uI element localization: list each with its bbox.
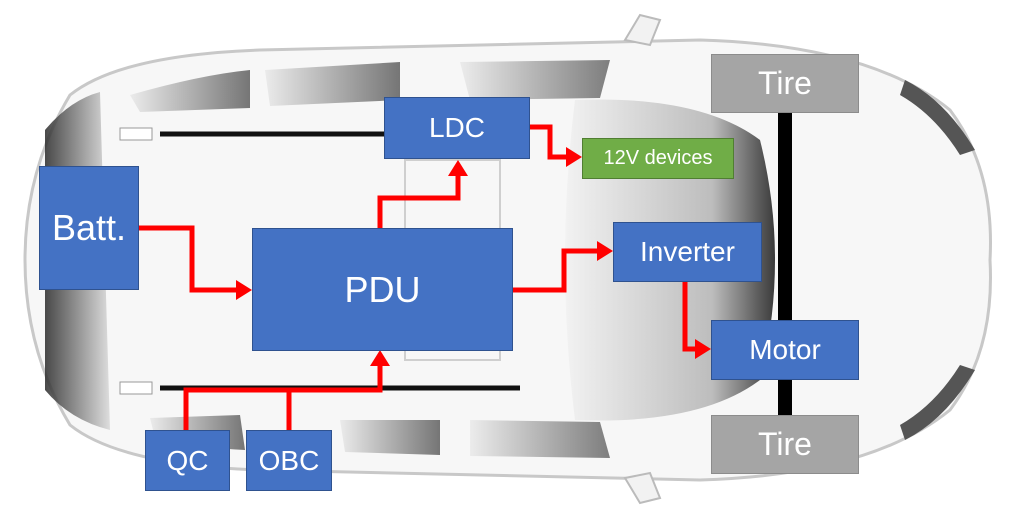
node-tire-bottom-label: Tire bbox=[758, 426, 812, 462]
node-battery: Batt. bbox=[39, 166, 139, 290]
headlight-bottom bbox=[900, 365, 975, 440]
side-window-top-2 bbox=[265, 62, 400, 106]
node-qc-label: QC bbox=[166, 444, 209, 476]
roof-rail-bottom bbox=[119, 381, 153, 395]
node-ldc: LDC bbox=[384, 97, 530, 159]
node-inverter: Inverter bbox=[613, 222, 762, 282]
node-obc-label: OBC bbox=[258, 444, 320, 476]
arrow-inverter-to-motor bbox=[682, 281, 695, 352]
node-motor: Motor bbox=[711, 320, 859, 380]
arrow-batt-to-pdu bbox=[137, 225, 236, 293]
node-pdu: PDU bbox=[252, 228, 513, 351]
node-tire-bottom: Tire bbox=[711, 415, 859, 474]
node-obc: OBC bbox=[246, 430, 332, 491]
arrow-ldc-to-devices bbox=[529, 124, 566, 160]
node-ldc-label: LDC bbox=[428, 112, 485, 143]
side-window-top-1 bbox=[130, 70, 250, 112]
node-12v-devices-label: 12V devices bbox=[603, 147, 713, 169]
node-tire-top: Tire bbox=[711, 54, 859, 113]
arrow-pdu-to-inverter bbox=[512, 248, 597, 293]
side-window-bottom-3 bbox=[470, 420, 610, 458]
side-window-top-3 bbox=[460, 60, 610, 100]
arrow-chargers-to-pdu bbox=[183, 365, 383, 430]
node-motor-label: Motor bbox=[749, 334, 821, 365]
mirror-top bbox=[623, 13, 662, 47]
side-window-bottom-2 bbox=[340, 420, 440, 455]
node-inverter-label: Inverter bbox=[640, 236, 735, 267]
headlight-top bbox=[900, 80, 975, 155]
node-battery-label: Batt. bbox=[51, 207, 127, 248]
mirror-bottom bbox=[623, 471, 662, 505]
node-pdu-label: PDU bbox=[344, 268, 421, 310]
roof-rail-top bbox=[119, 127, 153, 141]
arrow-pdu-to-ldc bbox=[377, 175, 461, 228]
node-12v-devices: 12V devices bbox=[582, 138, 734, 179]
node-qc: QC bbox=[145, 430, 230, 491]
node-tire-top-label: Tire bbox=[758, 65, 812, 101]
